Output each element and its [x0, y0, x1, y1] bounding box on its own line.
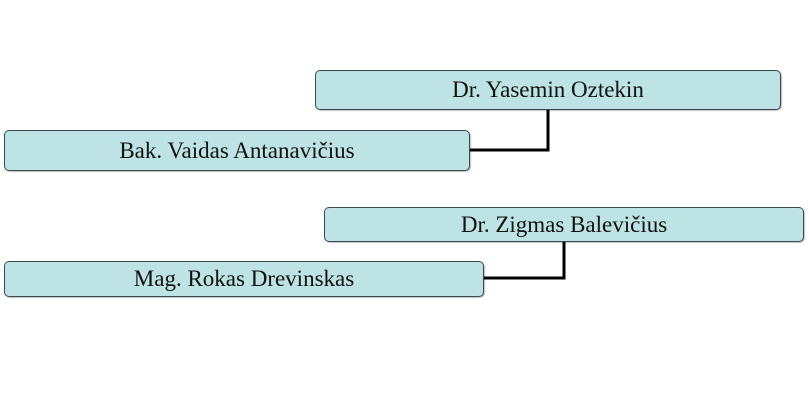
student-node-1: Bak. Vaidas Antanavičius [4, 130, 470, 171]
supervisor-name-2: Dr. Zigmas Balevičius [460, 211, 668, 237]
supervisor-name-1: Dr. Yasemin Oztekin [452, 77, 644, 102]
student-node-2: Mag. Rokas Drevinskas [4, 261, 484, 297]
supervisor-node-1: Dr. Yasemin Oztekin [315, 70, 781, 110]
connector-line-1 [470, 110, 550, 152]
connector-line-2 [484, 242, 566, 280]
student-name-1: Bak. Vaidas Antanavičius [119, 137, 355, 163]
supervisor-node-2: Dr. Zigmas Balevičius [324, 207, 804, 242]
student-name-2: Mag. Rokas Drevinskas [133, 266, 355, 291]
